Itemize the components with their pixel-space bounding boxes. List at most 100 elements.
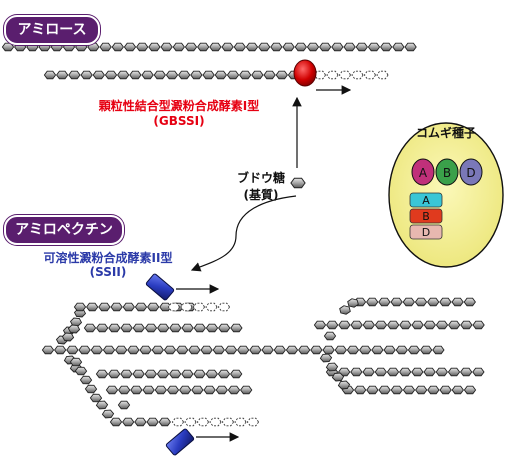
glucose-unit: [108, 369, 121, 379]
glucose-unit: [378, 385, 391, 395]
glucose-unit: [109, 417, 123, 427]
branch-glucose-unit: [79, 375, 93, 385]
glucose-unit: [374, 367, 387, 377]
glucose-unit: [176, 345, 189, 355]
glucose-unit: [240, 385, 253, 395]
glucose-unit: [224, 345, 238, 355]
glucose-unit: [355, 42, 368, 52]
glucose-unit: [205, 369, 218, 379]
glucose-unit: [102, 345, 116, 355]
glucose-unit: [148, 42, 161, 52]
glucose-unit: [338, 320, 351, 330]
glucose-unit: [402, 385, 416, 395]
glucose-unit: [423, 320, 436, 330]
glucose-unit: [350, 320, 363, 330]
glucose-unit: [212, 345, 225, 355]
glucose-unit: [447, 367, 461, 377]
glucose-unit: [386, 367, 400, 377]
glucose-unit: [366, 385, 379, 395]
glucose-unit: [184, 42, 198, 52]
glucose-unit: [132, 369, 145, 379]
glucose-unit: [136, 42, 149, 52]
pending-glucose-unit: [376, 70, 389, 80]
glucose-unit: [346, 345, 360, 355]
genome-block-label: A: [422, 194, 430, 207]
glucose-unit: [54, 345, 67, 355]
genome-circle-a: A: [411, 158, 435, 186]
glucose-unit: [178, 70, 191, 80]
glucose-unit: [217, 369, 231, 379]
glucose-unit: [249, 345, 262, 355]
glucose-unit: [151, 345, 164, 355]
glucose-unit: [395, 345, 408, 355]
glucose-unit: [181, 323, 194, 333]
glucose-unit: [319, 42, 332, 52]
genome-block-label: D: [422, 226, 430, 239]
pending-glucose-unit: [180, 302, 193, 312]
glucose-unit: [83, 323, 97, 333]
glucose-unit: [282, 42, 295, 52]
glucose-unit: [159, 302, 172, 312]
glucose-unit: [86, 302, 99, 312]
glucose-unit: [134, 417, 147, 427]
glucose-unit: [205, 323, 219, 333]
glucose-unit: [193, 323, 206, 333]
glucose-unit: [144, 323, 158, 333]
glucose-unit: [226, 70, 240, 80]
glucose-unit: [237, 345, 250, 355]
glucose-unit: [331, 42, 344, 52]
glucose-unit: [172, 42, 185, 52]
glucose-unit: [472, 320, 485, 330]
glucose-unit: [166, 385, 180, 395]
glucose-unit: [399, 320, 412, 330]
glucose-unit: [215, 385, 228, 395]
glucose-unit: [96, 323, 109, 333]
glucose-unit: [251, 70, 264, 80]
substrate-label: ブドウ糖: [236, 171, 285, 185]
glucose-unit: [227, 385, 241, 395]
glucose-unit: [239, 70, 252, 80]
glucose-unit: [326, 320, 339, 330]
glucose-unit: [273, 345, 286, 355]
glucose-unit: [371, 345, 384, 355]
pending-glucose-unit: [363, 70, 377, 80]
glucose-unit: [193, 369, 206, 379]
glucose-unit: [120, 323, 133, 333]
pending-glucose-unit: [338, 70, 352, 80]
glucose-unit: [156, 369, 170, 379]
branch-glucose-unit: [67, 324, 81, 334]
glucose-unit: [218, 323, 231, 333]
pending-glucose-unit: [217, 302, 231, 312]
glucose-unit: [472, 367, 485, 377]
glucose-unit: [120, 369, 133, 379]
genome-circle-d: D: [459, 158, 483, 186]
branch-glucose-unit: [95, 400, 109, 410]
amylopectin-badge: アミロペクチン: [4, 215, 124, 245]
glucose-unit: [169, 323, 182, 333]
genome-block-d: D: [409, 224, 443, 240]
amylose-badge: アミロース: [4, 15, 100, 45]
branch-glucose-unit: [339, 305, 351, 315]
ssii-enzyme-bottom: [165, 428, 195, 456]
glucose-unit: [290, 177, 306, 189]
glucose-unit: [427, 297, 440, 307]
glucose-unit: [214, 70, 227, 80]
glucose-unit: [359, 345, 372, 355]
genome-circle-label: B: [443, 166, 451, 180]
glucose-unit: [233, 42, 246, 52]
glucose-unit: [111, 42, 124, 52]
glucose-unit: [127, 345, 140, 355]
glucose-unit: [122, 417, 135, 427]
glucose-unit: [73, 302, 87, 312]
glucose-unit: [460, 367, 473, 377]
pending-glucose-unit: [351, 70, 364, 80]
glucose-unit: [122, 302, 135, 312]
glucose-unit: [190, 70, 203, 80]
glucose-unit: [41, 345, 55, 355]
glucose-unit: [439, 385, 452, 395]
glucose-unit: [118, 385, 131, 395]
glucose-unit: [179, 385, 192, 395]
glucose-unit: [221, 42, 234, 52]
glucose-unit: [99, 42, 112, 52]
